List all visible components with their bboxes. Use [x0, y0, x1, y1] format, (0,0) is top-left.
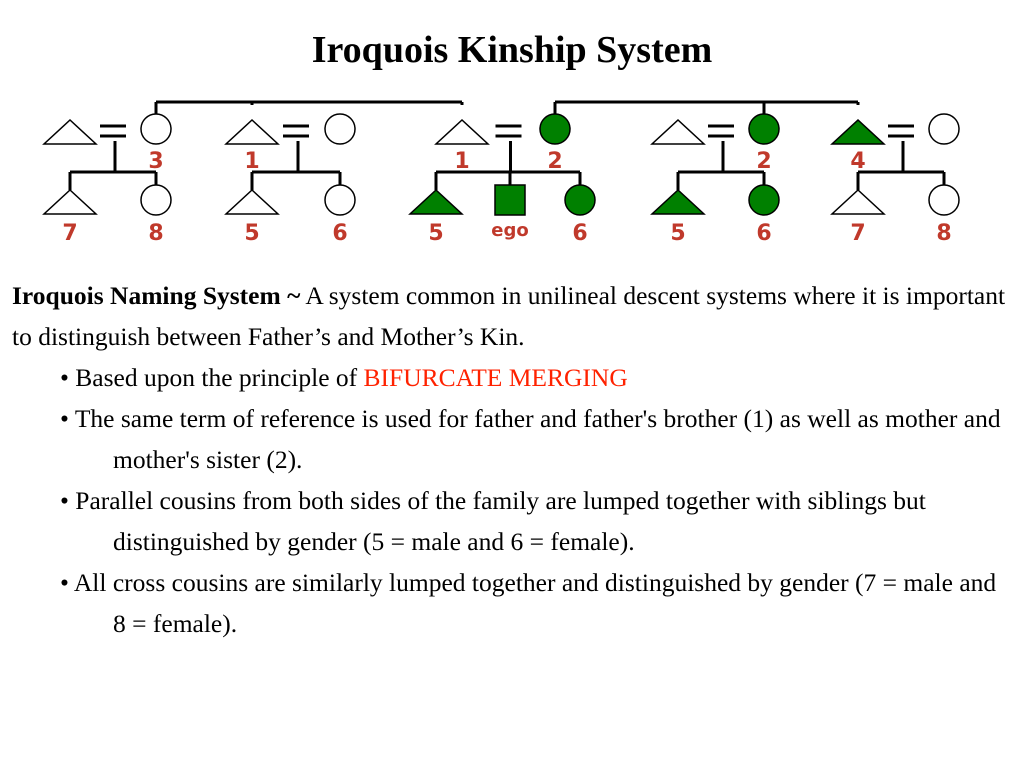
kinship-diagram: 3 1 1 2 2 4 7 8 5 6 5 ego 6 5 6 7 8: [42, 100, 960, 246]
member-label: 6: [572, 221, 587, 246]
member-label: 2: [547, 149, 562, 174]
member-label: 1: [244, 149, 259, 174]
member-label: 5: [670, 221, 685, 246]
bullet-item-1: • Based upon the principle of BIFURCATE …: [12, 357, 1012, 398]
child-circle-icon: [748, 184, 780, 216]
highlight-term: BIFURCATE MERGING: [363, 363, 628, 392]
definition-text: A system common in unilineal descent sys…: [12, 281, 1006, 351]
father-triangle-icon: [650, 118, 706, 145]
member-label: 4: [850, 149, 865, 174]
member-label: 7: [62, 221, 77, 246]
child-triangle-icon: [650, 188, 706, 215]
bullet-item-2: • The same term of reference is used for…: [12, 398, 1012, 480]
bullet-text: • The same term of reference is used for…: [60, 404, 1001, 474]
child-circle-icon: [140, 184, 172, 216]
mother-circle-icon: [928, 113, 960, 145]
bullet-list: • Based upon the principle of BIFURCATE …: [12, 357, 1012, 644]
father-triangle-icon: [42, 118, 98, 145]
page-title: Iroquois Kinship System: [311, 29, 713, 71]
mother-circle-icon: [748, 113, 780, 145]
member-label: 7: [850, 221, 865, 246]
child-circle-icon: [324, 184, 356, 216]
member-label: 3: [148, 149, 163, 174]
member-label: 5: [428, 221, 443, 246]
definition-paragraph: Iroquois Naming System ~ A system common…: [12, 275, 1012, 357]
mother-circle-icon: [539, 113, 571, 145]
mother-circle-icon: [324, 113, 356, 145]
member-label: ego: [491, 220, 528, 241]
child-triangle-icon: [42, 188, 98, 215]
father-triangle-icon: [224, 118, 280, 145]
bullet-item-4: • All cross cousins are similarly lumped…: [12, 562, 1012, 644]
member-label: 2: [756, 149, 771, 174]
bullet-item-3: • Parallel cousins from both sides of th…: [12, 480, 1012, 562]
bullet-text: • Based upon the principle of: [60, 363, 364, 392]
member-label: 8: [936, 221, 951, 246]
body-text: Iroquois Naming System ~ A system common…: [12, 275, 1012, 644]
bullet-text: • Parallel cousins from both sides of th…: [60, 486, 926, 556]
father-triangle-icon: [434, 118, 490, 145]
bullet-text: • All cross cousins are similarly lumped…: [60, 568, 997, 638]
child-circle-icon: [564, 184, 596, 216]
child-circle-icon: [928, 184, 960, 216]
member-label: 6: [332, 221, 347, 246]
child-triangle-icon: [408, 188, 464, 215]
child-triangle-icon: [830, 188, 886, 215]
member-label: 8: [148, 221, 163, 246]
father-triangle-icon: [830, 118, 886, 145]
term-heading: Iroquois Naming System ~: [12, 281, 301, 310]
mother-circle-icon: [140, 113, 172, 145]
member-label: 5: [244, 221, 259, 246]
child-triangle-icon: [224, 188, 280, 215]
member-label: 1: [454, 149, 469, 174]
ego-square-icon: [494, 184, 526, 216]
member-label: 6: [756, 221, 771, 246]
